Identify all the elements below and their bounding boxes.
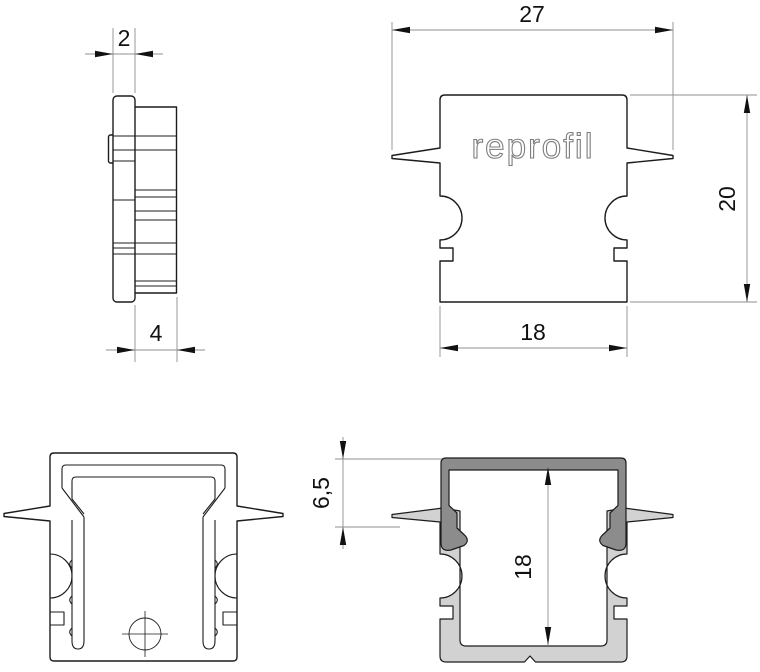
dim-label-side-depth: 4 — [150, 320, 163, 346]
section-view: 6,5 18 — [308, 437, 674, 663]
dim-section-top-depth: 6,5 — [308, 437, 442, 549]
section-cap-body — [391, 507, 674, 663]
rear-right-notch — [222, 611, 237, 626]
front-view: 27 reprofil 20 18 — [391, 1, 757, 357]
rear-view — [3, 452, 284, 662]
dim-side-thickness: 2 — [85, 25, 163, 93]
dim-label-side-thickness: 2 — [118, 25, 131, 51]
section-profile-channel — [440, 457, 627, 551]
front-silhouette — [391, 94, 674, 303]
dim-label-front-width: 27 — [519, 1, 545, 27]
dim-label-section-top-depth: 6,5 — [308, 477, 334, 509]
dim-front-height: 20 — [630, 94, 757, 303]
dim-front-base-width: 18 — [439, 306, 628, 357]
screw-hole-crosshair — [122, 611, 168, 657]
rear-left-rib — [71, 517, 85, 650]
rear-right-rib — [202, 517, 216, 650]
rear-silhouette — [3, 452, 284, 662]
dim-label-front-base-width: 18 — [520, 319, 546, 345]
side-view: 2 4 — [85, 25, 205, 362]
dim-side-depth: 4 — [106, 297, 205, 362]
side-right-block — [135, 106, 178, 294]
dim-label-section-cavity-height: 18 — [510, 554, 536, 580]
dim-section-cavity-height: 18 — [510, 467, 552, 645]
dim-label-front-height: 20 — [714, 186, 740, 212]
dim-front-width: 27 — [391, 1, 674, 150]
brand-logo: reprofil — [472, 127, 595, 166]
rear-left-notch — [50, 611, 65, 626]
side-plate — [112, 95, 136, 303]
